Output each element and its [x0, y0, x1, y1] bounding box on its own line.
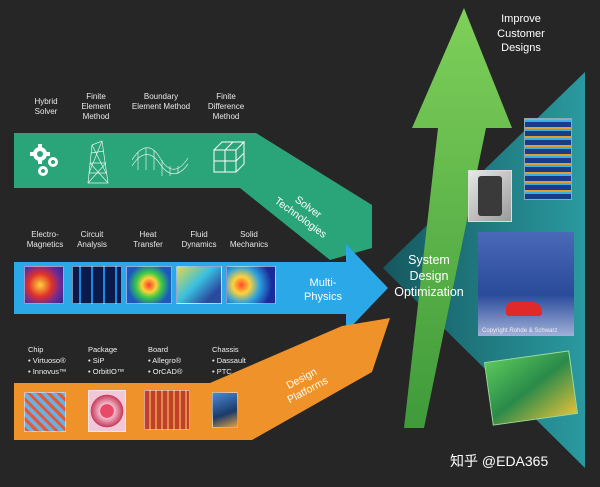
fluid-thumbnail [176, 266, 222, 304]
server-rack-photo [524, 118, 572, 200]
chip-thumbnail [24, 392, 66, 432]
platform-chip-bullet: • Innovus™ [28, 367, 67, 376]
platform-chip-bullet: • Virtuoso® [28, 356, 66, 365]
platform-package-bullet: • SiP [88, 356, 105, 365]
board-thumbnail [144, 390, 190, 430]
physics-label-em: Electro-Magnetics [26, 230, 64, 249]
copyright-text: Copyright Rohde & Schwarz [482, 328, 558, 334]
improve-arrow [404, 8, 512, 428]
solver-band [14, 133, 372, 260]
package-thumbnail [88, 390, 126, 432]
platform-board-bullet: • OrCAD® [148, 367, 183, 376]
chassis-thumbnail [212, 392, 238, 428]
platform-board: Board • Allegro® • OrCAD® [148, 344, 182, 377]
solid-thumbnail [226, 266, 276, 304]
heat-thumbnail [126, 266, 172, 304]
platform-package: Package • SiP • OrbitIO™ [88, 344, 124, 377]
platform-chip: Chip • Virtuoso® • Innovus™ [28, 344, 66, 377]
pcb-3d-photo [483, 350, 579, 426]
platform-package-bullet: • OrbitIO™ [88, 367, 125, 376]
platform-chassis-bullet: • PTC [212, 367, 232, 376]
electromagnetics-thumbnail [24, 266, 64, 304]
physics-title: Multi-Physics [304, 277, 342, 303]
platform-chassis-bullet: • Dassault [212, 356, 246, 365]
platform-chassis-label: Chassis [212, 345, 239, 354]
bem-mesh-icon [131, 147, 189, 176]
phone-board-photo [468, 170, 512, 222]
platform-chip-label: Chip [28, 345, 44, 354]
circuit-thumbnail [72, 266, 122, 304]
platform-package-label: Package [88, 345, 118, 354]
platform-board-bullet: • Allegro® [148, 356, 182, 365]
gears-icon [30, 144, 58, 176]
fem-mesh-icon [87, 140, 109, 184]
platform-board-label: Board [148, 345, 169, 354]
anechoic-chamber-photo [478, 232, 574, 336]
fdm-grid-icon [213, 141, 246, 173]
watermark: 知乎 @EDA365 [450, 453, 549, 469]
platform-chassis: Chassis • Dassault • PTC [212, 344, 246, 377]
